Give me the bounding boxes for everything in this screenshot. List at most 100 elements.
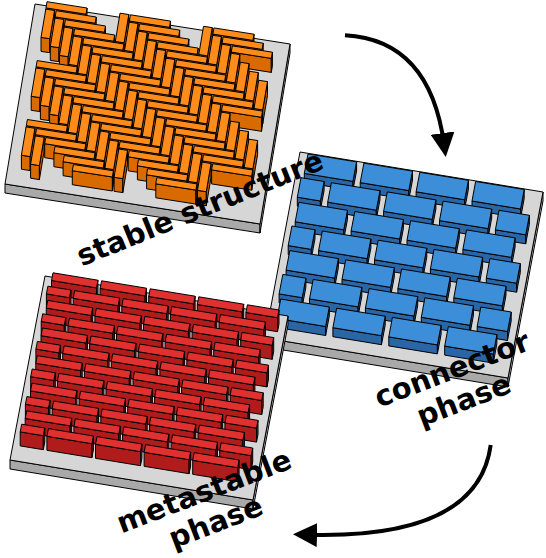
blue-brick (472, 182, 524, 210)
brick-tile: stable structure (0, 0, 345, 272)
orange-brick (254, 80, 268, 110)
blue-brick (486, 259, 520, 284)
red-brick (165, 334, 212, 349)
blue-brick (328, 183, 380, 211)
red-brick (246, 305, 279, 318)
red-brick (192, 324, 238, 339)
blue-brick (288, 226, 315, 249)
red-brick (187, 352, 233, 367)
red-brick (235, 360, 268, 373)
blue-brick (319, 231, 371, 259)
red-brick (214, 342, 260, 357)
blue-brick (360, 163, 412, 191)
blue-brick (421, 298, 473, 326)
red-brick (209, 370, 255, 385)
red-brick (111, 354, 157, 369)
red-brick (171, 435, 217, 450)
blue-brick (351, 212, 403, 240)
blue-brick (342, 260, 394, 288)
red-brick (84, 364, 130, 379)
red-brick (106, 381, 152, 396)
red-brick (74, 419, 120, 434)
red-brick (128, 399, 174, 414)
blue-brick (389, 317, 441, 345)
blue-brick (440, 201, 492, 229)
red-brick (219, 315, 265, 330)
red-brick (220, 443, 253, 456)
curved-arrow (305, 445, 491, 535)
blue-brick (416, 172, 468, 200)
orange-brick (244, 139, 257, 169)
red-brick (47, 429, 94, 444)
red-brick (225, 415, 258, 428)
red-brick (52, 401, 98, 416)
red-brick (79, 391, 125, 406)
red-brick (197, 297, 243, 312)
red-brick (133, 372, 179, 387)
red-brick (36, 341, 61, 353)
red-brick (138, 344, 184, 359)
orange-brick (31, 96, 40, 111)
brick-tile: connector phase (255, 145, 546, 445)
red-brick (96, 437, 142, 452)
red-brick (41, 314, 66, 326)
orange-brick (114, 149, 127, 179)
red-brick (155, 389, 202, 404)
orange-brick (41, 37, 50, 52)
orange-brick (114, 177, 123, 192)
red-brick (198, 425, 244, 440)
red-brick (101, 409, 147, 424)
blue-brick (279, 274, 306, 297)
blue-brick (375, 240, 427, 268)
orange-brick (31, 164, 40, 179)
red-brick (241, 332, 274, 345)
phase-label: metastable phase (105, 440, 315, 558)
blue-brick (398, 269, 450, 297)
red-brick (100, 281, 146, 296)
red-brick (123, 427, 169, 442)
blue-brick (463, 230, 515, 258)
orange-brick (21, 155, 30, 170)
red-brick (122, 299, 168, 314)
red-brick (95, 308, 141, 323)
phase-label: connector phase (357, 320, 546, 450)
red-brick (52, 273, 98, 288)
red-brick (144, 445, 191, 460)
red-brick (20, 424, 45, 436)
phase-label: stable structure (45, 133, 354, 283)
red-brick (31, 383, 77, 398)
blue-brick (333, 308, 385, 336)
red-brick (41, 328, 87, 343)
blue-brick (407, 221, 459, 249)
red-brick (90, 336, 136, 351)
red-brick (170, 307, 216, 322)
red-brick (25, 411, 71, 426)
blue-brick (477, 307, 511, 332)
red-brick (149, 417, 195, 432)
blue-brick (430, 249, 482, 277)
orange-brick (40, 105, 49, 120)
red-brick (68, 318, 115, 333)
red-brick (176, 407, 222, 422)
red-brick (31, 369, 56, 381)
orange-brick (156, 178, 197, 191)
orange-brick (72, 165, 113, 178)
red-brick (149, 289, 195, 304)
red-brick (36, 356, 82, 371)
orange-brick (31, 136, 44, 166)
red-brick (144, 316, 190, 331)
red-brick (25, 397, 50, 409)
red-brick (63, 346, 109, 361)
orange-brick (50, 46, 59, 61)
blue-brick (365, 289, 417, 317)
blue-brick (384, 192, 436, 220)
red-brick (117, 326, 163, 341)
blue-brick (286, 251, 338, 279)
blue-brick (495, 210, 529, 235)
red-brick (230, 388, 263, 401)
blue-brick (295, 202, 347, 230)
red-brick (46, 286, 71, 298)
blue-brick (454, 278, 506, 306)
red-brick (182, 380, 228, 395)
red-brick (203, 397, 249, 412)
